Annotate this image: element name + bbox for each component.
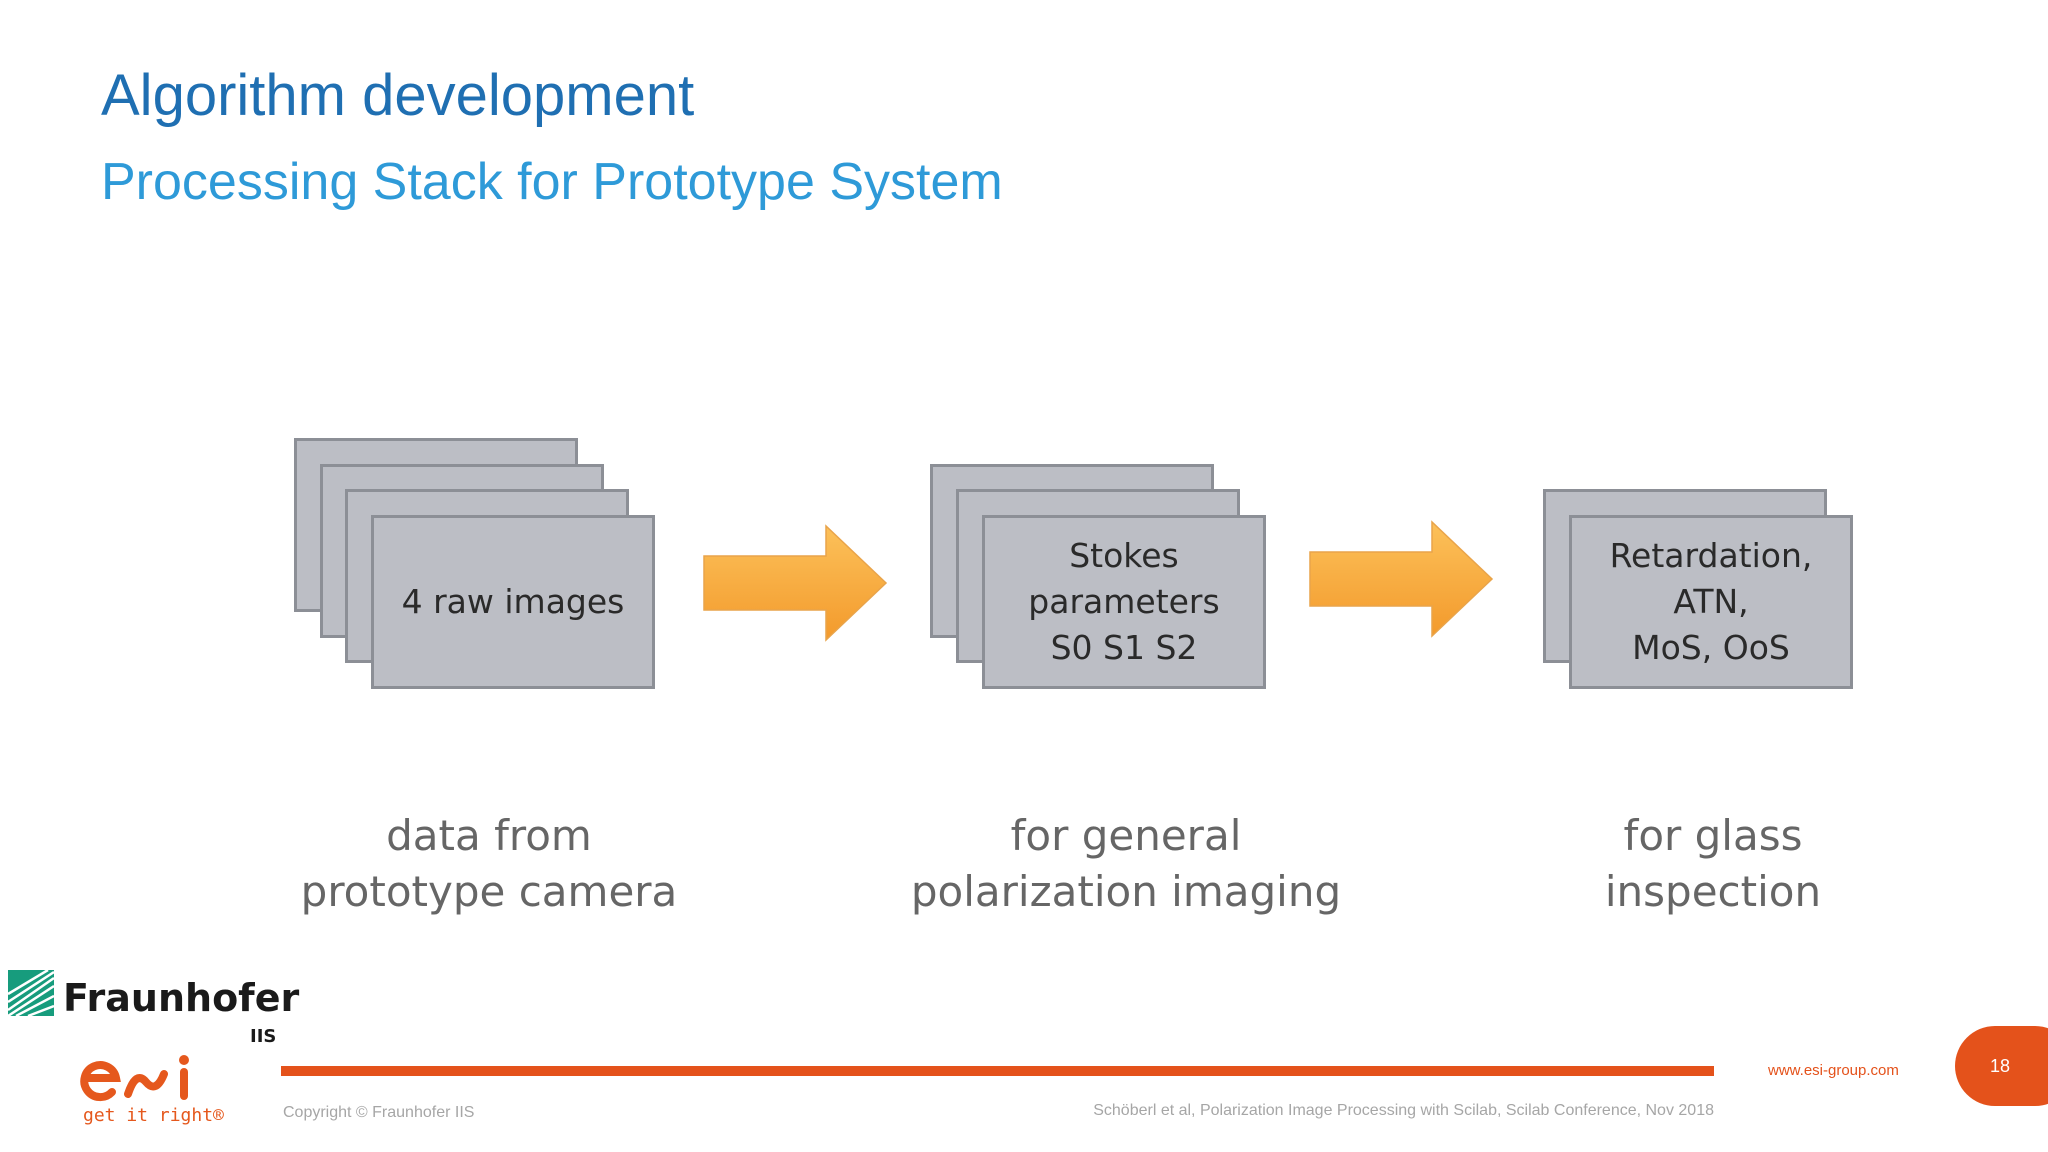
caption-glass: for glass inspection [1453, 808, 1973, 920]
footer-copyright: Copyright © Fraunhofer IIS [283, 1104, 475, 1121]
slide-title: Algorithm development [101, 63, 695, 128]
stokes-box: Stokes parameters S0 S1 S2 [982, 515, 1266, 689]
caption-line: prototype camera [300, 867, 678, 916]
retardation-box: Retardation, ATN, MoS, OoS [1569, 515, 1853, 689]
caption-line: inspection [1604, 867, 1822, 916]
page-number-badge [1955, 1026, 2048, 1106]
footer-accent-bar [281, 1066, 1714, 1076]
box-label: Retardation, [1609, 536, 1813, 575]
page-number: 18 [1990, 1056, 2011, 1076]
footer-url-link[interactable]: www.esi-group.com [1768, 1062, 1899, 1079]
caption-polarization: for general polarization imaging [866, 808, 1386, 920]
caption-line: for general [1010, 811, 1242, 860]
esi-tagline: get it right® [83, 1105, 224, 1126]
right-arrow-icon [703, 524, 888, 642]
fraunhofer-wordmark: Fraunhofer [63, 976, 300, 1020]
slide-subtitle: Processing Stack for Prototype System [101, 153, 1003, 211]
right-arrow-icon [1309, 520, 1494, 638]
fraunhofer-logo-icon [8, 970, 54, 1016]
raw-images-box: 4 raw images [371, 515, 655, 689]
box-label: S0 S1 S2 [1050, 628, 1198, 667]
caption-line: polarization imaging [910, 867, 1342, 916]
box-label: parameters [1028, 582, 1220, 621]
box-label: 4 raw images [401, 582, 625, 621]
box-label: ATN, [1673, 582, 1749, 621]
box-label: MoS, OoS [1632, 628, 1790, 667]
esi-logo-icon [80, 1055, 189, 1102]
caption-line: for glass [1623, 811, 1803, 860]
footer-citation: Schöberl et al, Polarization Image Proce… [1093, 1102, 1714, 1119]
box-label: Stokes [1069, 536, 1179, 575]
caption-camera: data from prototype camera [229, 808, 749, 920]
caption-line: data from [386, 811, 592, 860]
fraunhofer-unit: IIS [250, 1026, 277, 1047]
